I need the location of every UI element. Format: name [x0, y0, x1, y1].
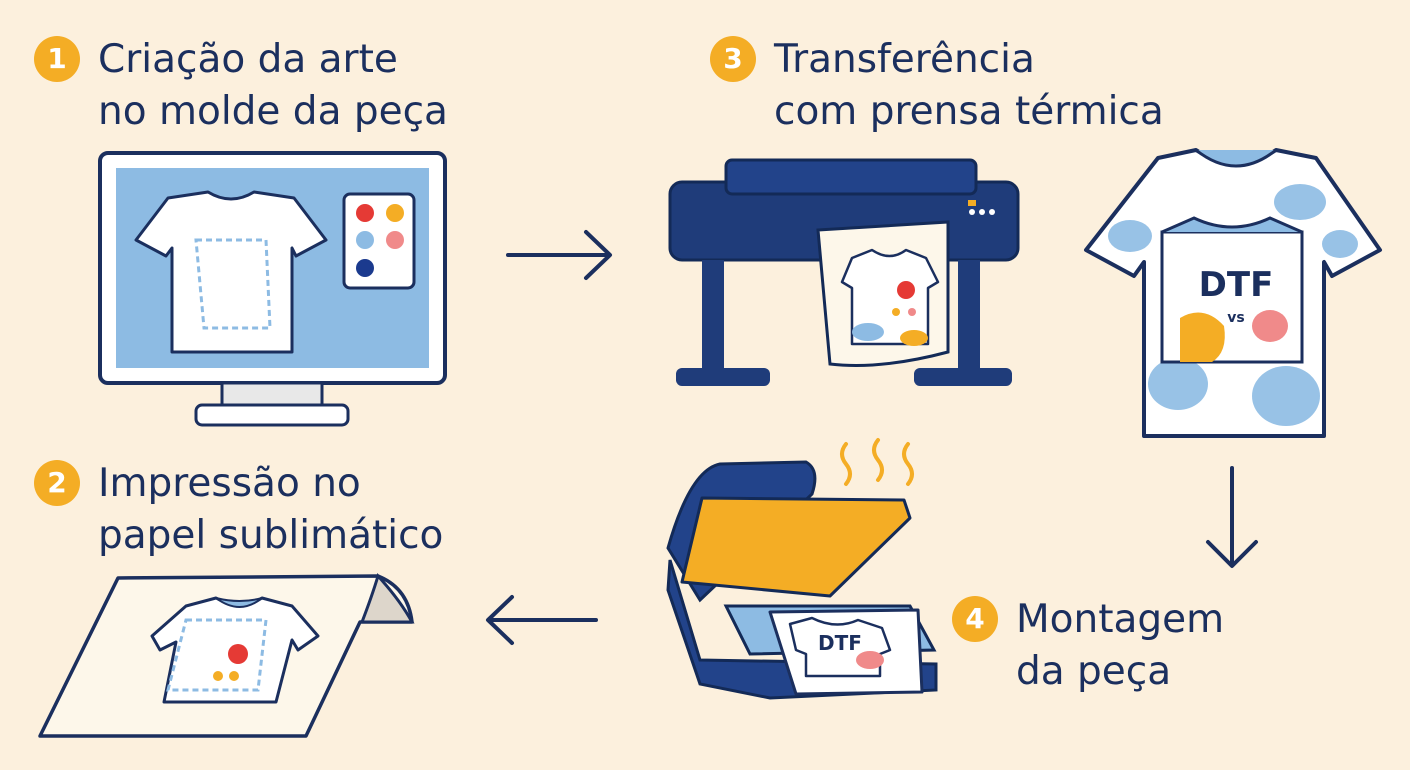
- step-3: 3 Transferência com prensa térmica: [710, 34, 1164, 138]
- step-2: 2 Impressão no papel sublimático: [34, 458, 443, 562]
- sublimation-paper-icon: [38, 573, 415, 738]
- step-1-title-line-1: Criação da arte: [98, 37, 398, 82]
- step-1-number-badge: 1: [34, 36, 80, 82]
- arrow-right-icon: [506, 230, 612, 280]
- step-2-title-line-1: Impressão no: [98, 461, 361, 506]
- step-4-title-line-2: da peça: [1016, 649, 1172, 694]
- tshirt-icon: DTF vs: [1084, 148, 1382, 438]
- step-4-number-badge: 4: [952, 596, 998, 642]
- monitor-icon: [98, 151, 447, 427]
- step-3-title-line-2: com prensa térmica: [774, 89, 1164, 134]
- step-1-title: Criação da arte no molde da peça: [98, 34, 448, 138]
- press-print-label: DTF: [818, 631, 862, 655]
- arrow-down-icon: [1206, 466, 1258, 568]
- step-3-title-line-1: Transferência: [774, 37, 1035, 82]
- shirt-print-label: DTF: [1199, 265, 1274, 305]
- step-4: 4 Montagem da peça: [952, 594, 1224, 698]
- step-2-title: Impressão no papel sublimático: [98, 458, 443, 562]
- step-3-title: Transferência com prensa térmica: [774, 34, 1164, 138]
- heat-press-icon: DTF: [666, 438, 938, 700]
- step-4-title: Montagem da peça: [1016, 594, 1224, 698]
- arrow-left-icon: [486, 595, 598, 645]
- step-2-number-badge: 2: [34, 460, 80, 506]
- shirt-print-sublabel: vs: [1227, 310, 1244, 326]
- step-2-title-line-2: papel sublimático: [98, 513, 444, 558]
- printer-icon: [668, 158, 1020, 386]
- step-1-title-line-2: no molde da peça: [98, 89, 448, 134]
- step-1: 1 Criação da arte no molde da peça: [34, 34, 448, 138]
- step-4-title-line-1: Montagem: [1016, 597, 1225, 642]
- step-3-number-badge: 3: [710, 36, 756, 82]
